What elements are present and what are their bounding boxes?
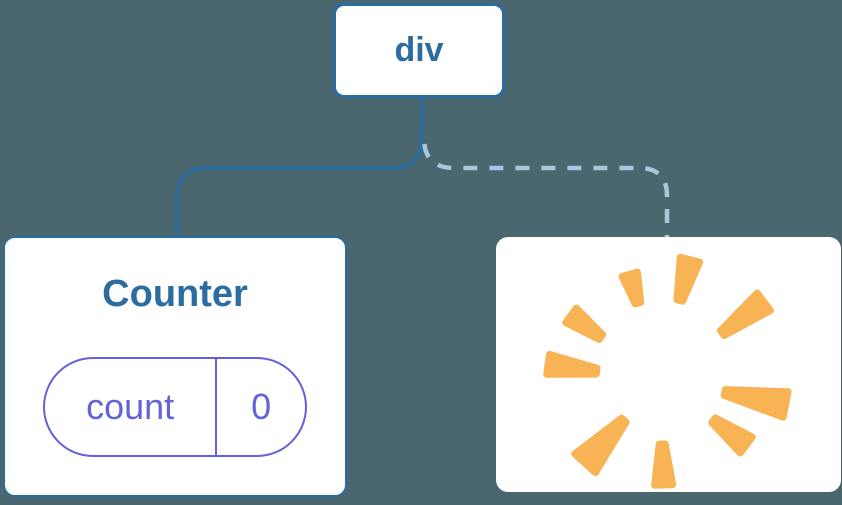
- connector-kept-child: [175, 98, 424, 236]
- poof-ray: [618, 268, 645, 308]
- poof-ray: [562, 304, 607, 343]
- state-key-label: count: [45, 359, 218, 455]
- poof-ray: [717, 289, 774, 339]
- node-div: div: [333, 3, 505, 98]
- poof-ray: [673, 253, 704, 305]
- poof-ray: [543, 350, 601, 378]
- poof-ray: [708, 414, 756, 457]
- poof-burst-icon: [543, 253, 792, 489]
- connector-removed-child: [421, 137, 670, 237]
- poof-ray: [571, 414, 630, 477]
- node-counter: Counter count 0: [3, 236, 347, 497]
- counter-title: Counter: [102, 273, 248, 315]
- node-removed: [496, 237, 841, 492]
- state-value: 0: [251, 386, 272, 427]
- poof-ray: [651, 440, 677, 489]
- node-div-label: div: [394, 31, 444, 69]
- poof-ray: [720, 386, 792, 421]
- state-pill: count 0: [43, 357, 307, 457]
